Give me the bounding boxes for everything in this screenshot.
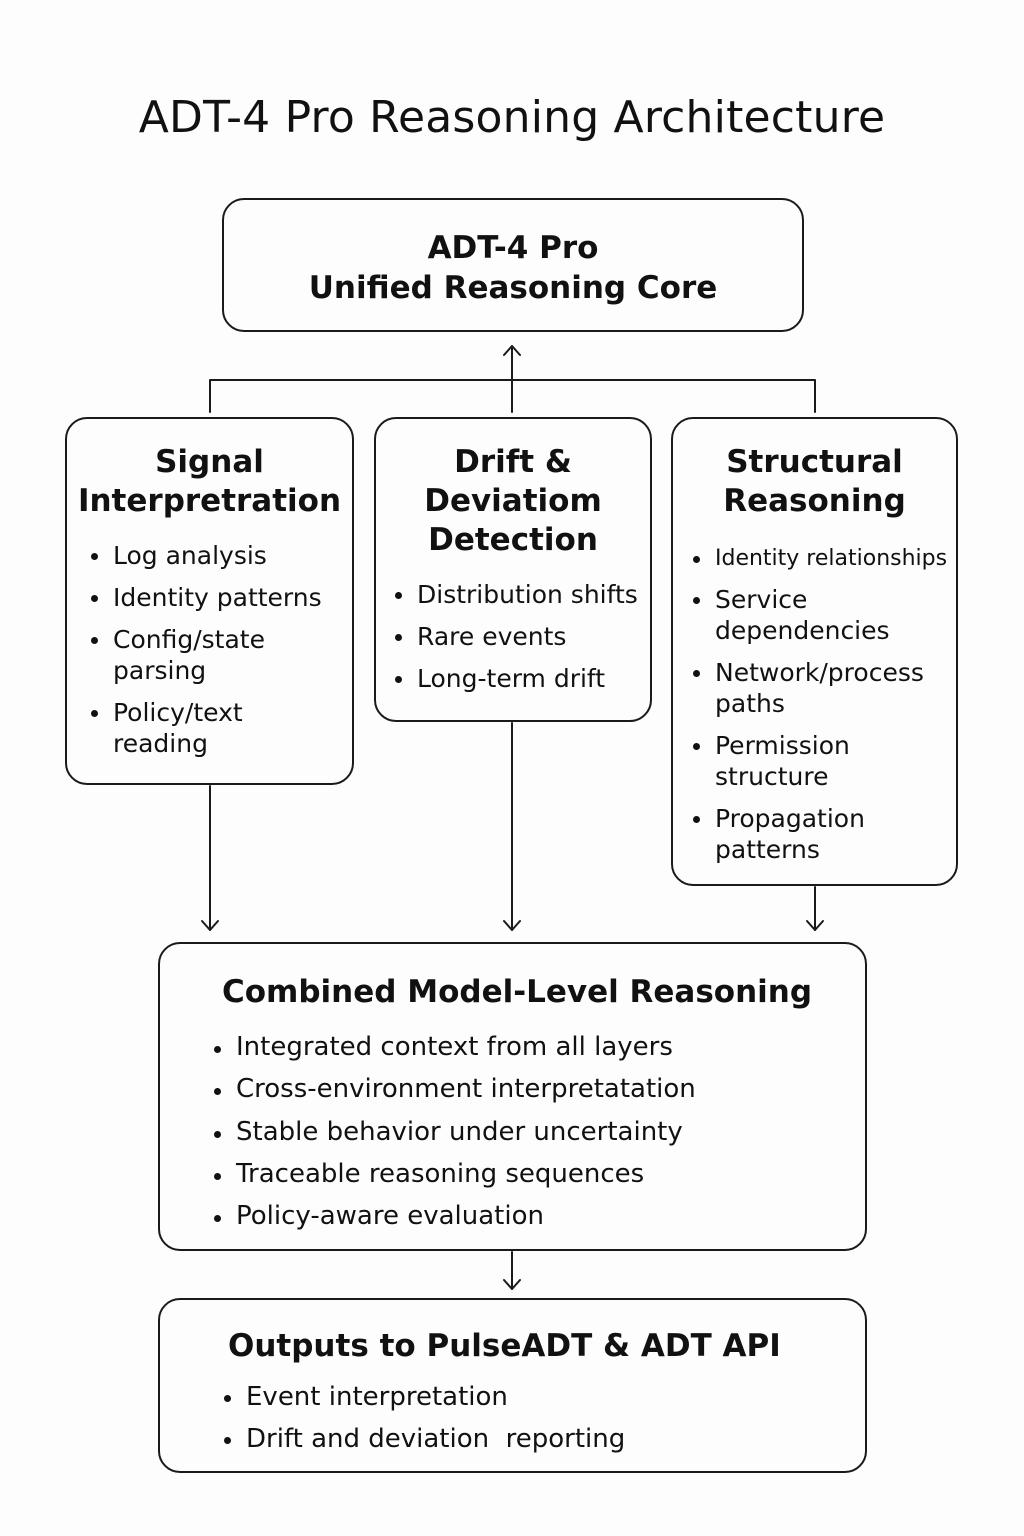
- structural-title-line: Reasoning: [723, 483, 906, 519]
- drift-title-line: Drift &: [454, 444, 572, 480]
- reasoning-core-box: ADT-4 Pro Unified Reasoning Core: [222, 198, 804, 332]
- arrowhead-drift: [503, 920, 521, 931]
- list-item: Log analysis: [87, 540, 322, 571]
- core-title-line1: ADT-4 Pro: [427, 230, 599, 266]
- signal-interpretation-box: Signal Interpretration Log analysis Iden…: [65, 417, 354, 785]
- list-item: Distribution shifts: [391, 579, 638, 610]
- combined-reasoning-box: Combined Model-Level Reasoning Integrate…: [158, 942, 867, 1251]
- outputs-list: Event interpretation Drift and deviation…: [220, 1376, 625, 1460]
- core-title-line2: Unified Reasoning Core: [308, 270, 718, 306]
- structural-title: Structural Reasoning: [673, 443, 956, 521]
- outputs-box: Outputs to PulseADT & ADT API Event inte…: [158, 1298, 867, 1473]
- diagram-title: ADT-4 Pro Reasoning Architecture: [138, 92, 886, 143]
- arrowhead-outputs: [503, 1279, 521, 1290]
- list-item: Identity patterns: [87, 582, 322, 613]
- list-item: Integrated context from all layers: [210, 1026, 696, 1068]
- arrowhead-to-core: [503, 345, 521, 356]
- list-item: Identity relationships: [689, 543, 947, 574]
- arrowhead-structural: [806, 920, 824, 931]
- drift-deviation-box: Drift & Deviatiom Detection Distribution…: [374, 417, 652, 722]
- merge-bar: [209, 379, 816, 413]
- drift-title-line: Detection: [428, 522, 598, 558]
- list-item: Rare events: [391, 621, 638, 652]
- list-item: Drift and deviation reporting: [220, 1418, 625, 1460]
- list-item: Cross-environment interpretatation: [210, 1068, 696, 1110]
- list-item: Event interpretation: [220, 1376, 625, 1418]
- list-item: Traceable reasoning sequences: [210, 1153, 696, 1195]
- combined-title: Combined Model-Level Reasoning: [222, 974, 813, 1010]
- drift-title-line: Deviatiom: [424, 483, 602, 519]
- arrowhead-signal: [201, 920, 219, 931]
- list-item: Policy-aware evaluation: [210, 1195, 696, 1237]
- signal-title-line: Signal: [155, 444, 264, 480]
- list-item: Stable behavior under uncertainty: [210, 1111, 696, 1153]
- drift-list: Distribution shifts Rare events Long-ter…: [391, 579, 638, 694]
- list-item: Long-term drift: [391, 663, 638, 694]
- drift-title: Drift & Deviatiom Detection: [376, 443, 650, 560]
- signal-list: Log analysis Identity patterns Config/st…: [87, 540, 322, 759]
- combined-list: Integrated context from all layers Cross…: [210, 1026, 696, 1237]
- outputs-title: Outputs to PulseADT & ADT API: [228, 1328, 781, 1364]
- structural-reasoning-box: Structural Reasoning Identity relationsh…: [671, 417, 958, 886]
- structural-title-line: Structural: [726, 444, 903, 480]
- signal-title: Signal Interpretration: [67, 443, 352, 521]
- signal-title-line: Interpretration: [77, 483, 342, 519]
